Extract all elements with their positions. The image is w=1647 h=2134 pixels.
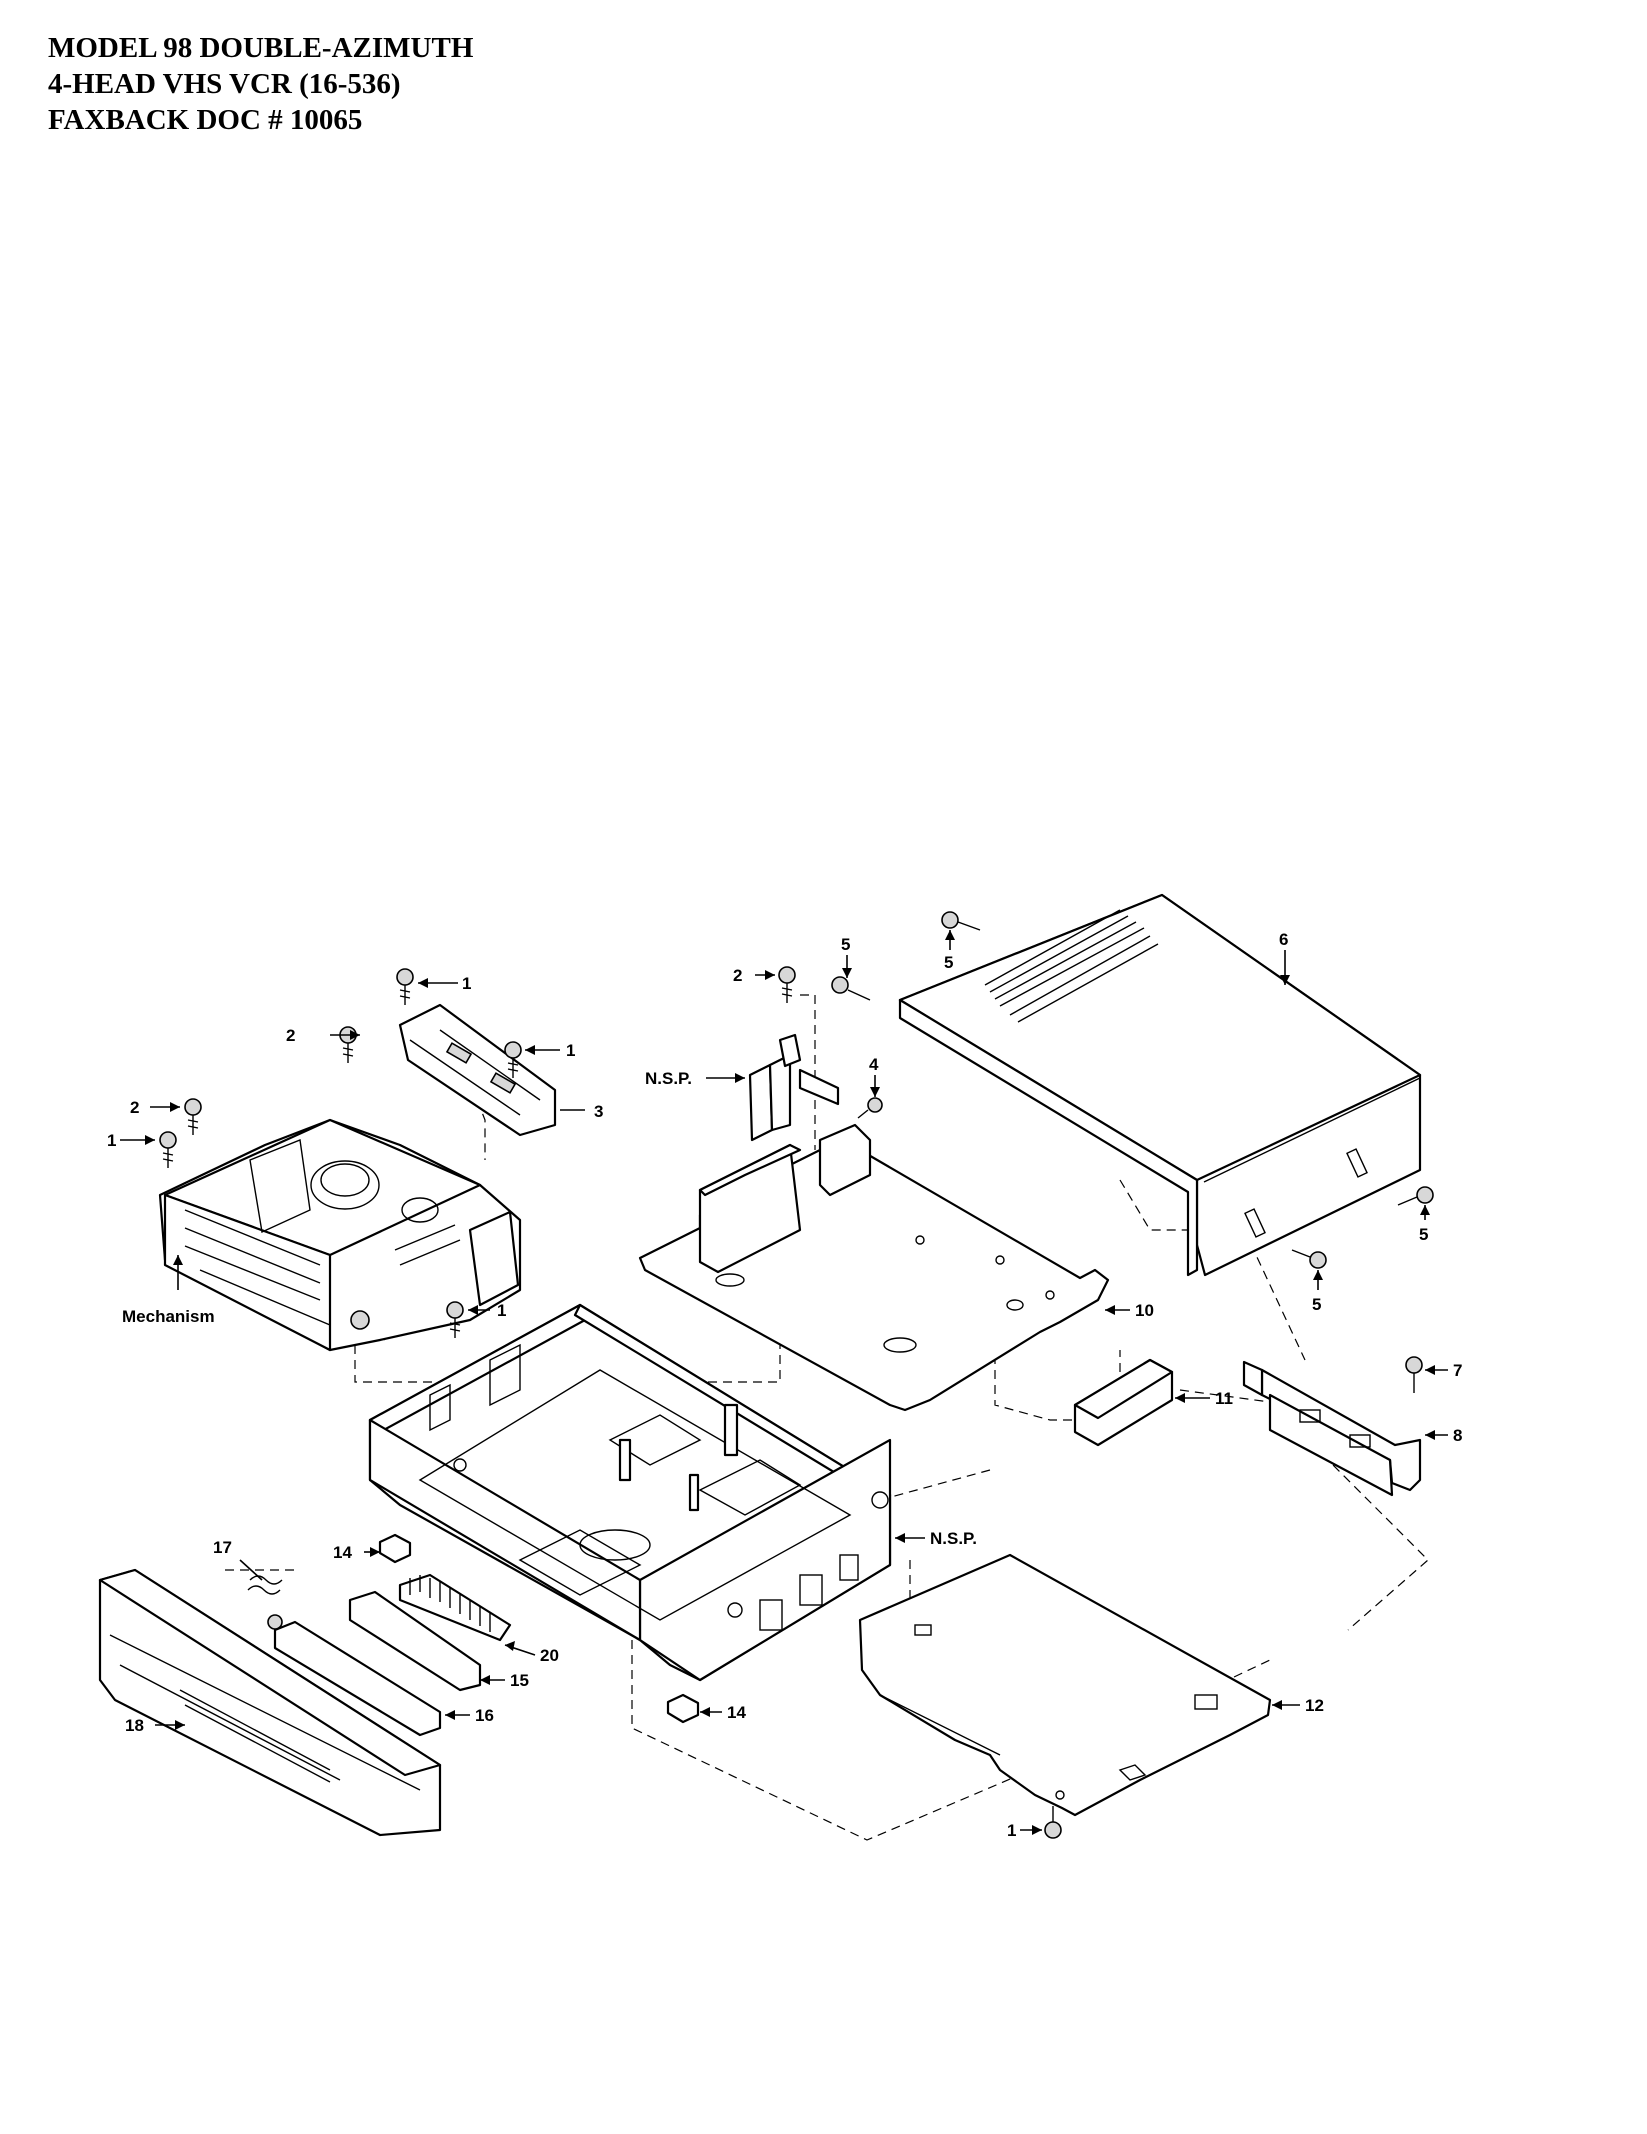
screw-icon [778, 966, 796, 1003]
product-subtitle: 4-HEAD VHS VCR (16-536) [48, 68, 401, 100]
leader-lines [120, 930, 1448, 1835]
callout-shield-10: 10 [1135, 1301, 1154, 1320]
callout-cover-6: 6 [1279, 930, 1288, 949]
callout-screw-1a: 1 [462, 974, 471, 993]
upper-shield-plate [638, 1123, 1110, 1412]
upright-bracket [748, 1033, 840, 1142]
bottom-plate [858, 1553, 1272, 1817]
front-panel [98, 1568, 442, 1837]
callout-part-14b: 14 [727, 1703, 746, 1722]
screw-icon [857, 1097, 883, 1119]
callout-screw-5d: 5 [1312, 1295, 1321, 1314]
tape-mechanism [158, 1118, 522, 1352]
screw-icon [831, 976, 871, 1001]
callout-part-20: 20 [540, 1646, 559, 1665]
callout-part-16: 16 [475, 1706, 494, 1725]
document-header: MODEL 98 DOUBLE-AZIMUTH 4-HEAD VHS VCR (… [48, 30, 473, 138]
screw-icon [184, 1098, 202, 1135]
screw-icon [504, 1041, 522, 1078]
callout-screw-1d: 1 [497, 1301, 506, 1320]
callout-bottom-plate-12: 12 [1305, 1696, 1324, 1715]
callout-nsp-chassis: N.S.P. [930, 1529, 977, 1548]
callout-part-15: 15 [510, 1671, 529, 1690]
bracket-3-part [398, 1003, 557, 1137]
cover-vent-slots [984, 909, 1159, 1023]
callout-screw-1e: 1 [1007, 1821, 1016, 1840]
callout-screw-1b: 1 [566, 1041, 575, 1060]
screw-icon [396, 968, 414, 1005]
callout-screw-7: 7 [1453, 1361, 1462, 1380]
callout-screw-2c: 2 [733, 966, 742, 985]
screw-icon [1291, 1249, 1327, 1269]
callout-screw-2b: 2 [130, 1098, 139, 1117]
screw-icon [446, 1301, 464, 1338]
screw-icon [1044, 1806, 1062, 1839]
callout-part-17: 17 [213, 1538, 232, 1557]
top-cover [898, 893, 1422, 1277]
callout-mechanism: Mechanism [122, 1307, 215, 1326]
callout-screw-2a: 2 [286, 1026, 295, 1045]
callout-part-11: 11 [1215, 1389, 1233, 1408]
callout-screw-5a: 5 [841, 935, 850, 954]
screw-icon [941, 911, 981, 931]
callout-nsp-bracket: N.S.P. [645, 1069, 692, 1088]
screw-icon [1405, 1356, 1423, 1393]
screw-icon [159, 1131, 177, 1168]
callout-part-14a: 14 [333, 1543, 352, 1562]
callout-screw-1c: 1 [107, 1131, 116, 1150]
callout-bracket-3: 3 [594, 1102, 603, 1121]
doc-number: FAXBACK DOC # 10065 [48, 104, 363, 136]
rubber-feet-14 [378, 1533, 700, 1724]
callout-screw-5b: 5 [944, 953, 953, 972]
main-chassis [368, 1303, 892, 1682]
small-parts-15-16-20 [273, 1573, 512, 1737]
callout-screw-5c: 5 [1419, 1225, 1428, 1244]
spring-17 [247, 1575, 283, 1630]
screw-icons [159, 911, 1434, 1839]
screw-icon [1397, 1186, 1434, 1206]
side-bracket-8 [1242, 1360, 1422, 1497]
block-11 [1073, 1358, 1174, 1447]
callout-front-panel-18: 18 [125, 1716, 144, 1735]
model-title: MODEL 98 DOUBLE-AZIMUTH [48, 32, 474, 64]
callout-screw-4: 4 [869, 1055, 879, 1074]
callout-bracket-8: 8 [1453, 1426, 1462, 1445]
callout-labels: 1 2 1 3 2 1 Mechanism 1 2 N.S.P. 5 5 6 4… [107, 930, 1462, 1840]
